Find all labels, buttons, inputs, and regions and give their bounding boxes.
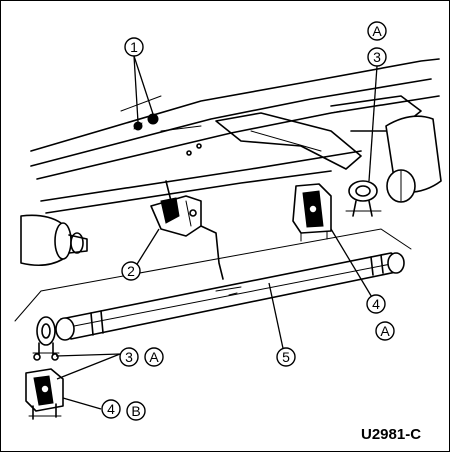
- callout-label: 4: [372, 296, 380, 312]
- left-clamp: [32, 316, 60, 361]
- callout-3-top: 3: [367, 47, 387, 67]
- callout-label: B: [131, 403, 140, 419]
- callout-label: A: [380, 323, 390, 339]
- callout-leaders: [55, 55, 378, 410]
- callout-1: 1: [124, 37, 144, 57]
- region-outline: [14, 228, 412, 322]
- callout-label: 2: [127, 263, 135, 279]
- support-bracket: [150, 180, 224, 280]
- callout-4-left: 4: [101, 399, 121, 419]
- callout-label: 4: [107, 401, 115, 417]
- callout-2: 2: [121, 261, 141, 281]
- callout-label: 3: [125, 349, 133, 365]
- callout-label: 3: [373, 49, 381, 65]
- vehicle-frame: [30, 58, 442, 214]
- callout-label: A: [149, 349, 159, 365]
- figure-code: U2981-C: [361, 426, 421, 443]
- callout-A-left: A: [144, 347, 164, 367]
- callout-A-right: A: [375, 321, 395, 341]
- callout-5: 5: [276, 347, 296, 367]
- callout-3-left: 3: [119, 347, 139, 367]
- exhaust-pipe: [55, 252, 405, 341]
- fastener-nuts: [133, 113, 202, 156]
- callout-label: 1: [130, 39, 138, 55]
- callout-B-left: B: [126, 401, 146, 421]
- right-isolator: [292, 180, 382, 242]
- callout-label: 5: [282, 349, 290, 365]
- callout-A-top: A: [367, 21, 387, 41]
- callout-4-right: 4: [366, 294, 386, 314]
- left-converter: [20, 214, 88, 267]
- left-isolator: [25, 368, 64, 420]
- callout-label: A: [372, 23, 382, 39]
